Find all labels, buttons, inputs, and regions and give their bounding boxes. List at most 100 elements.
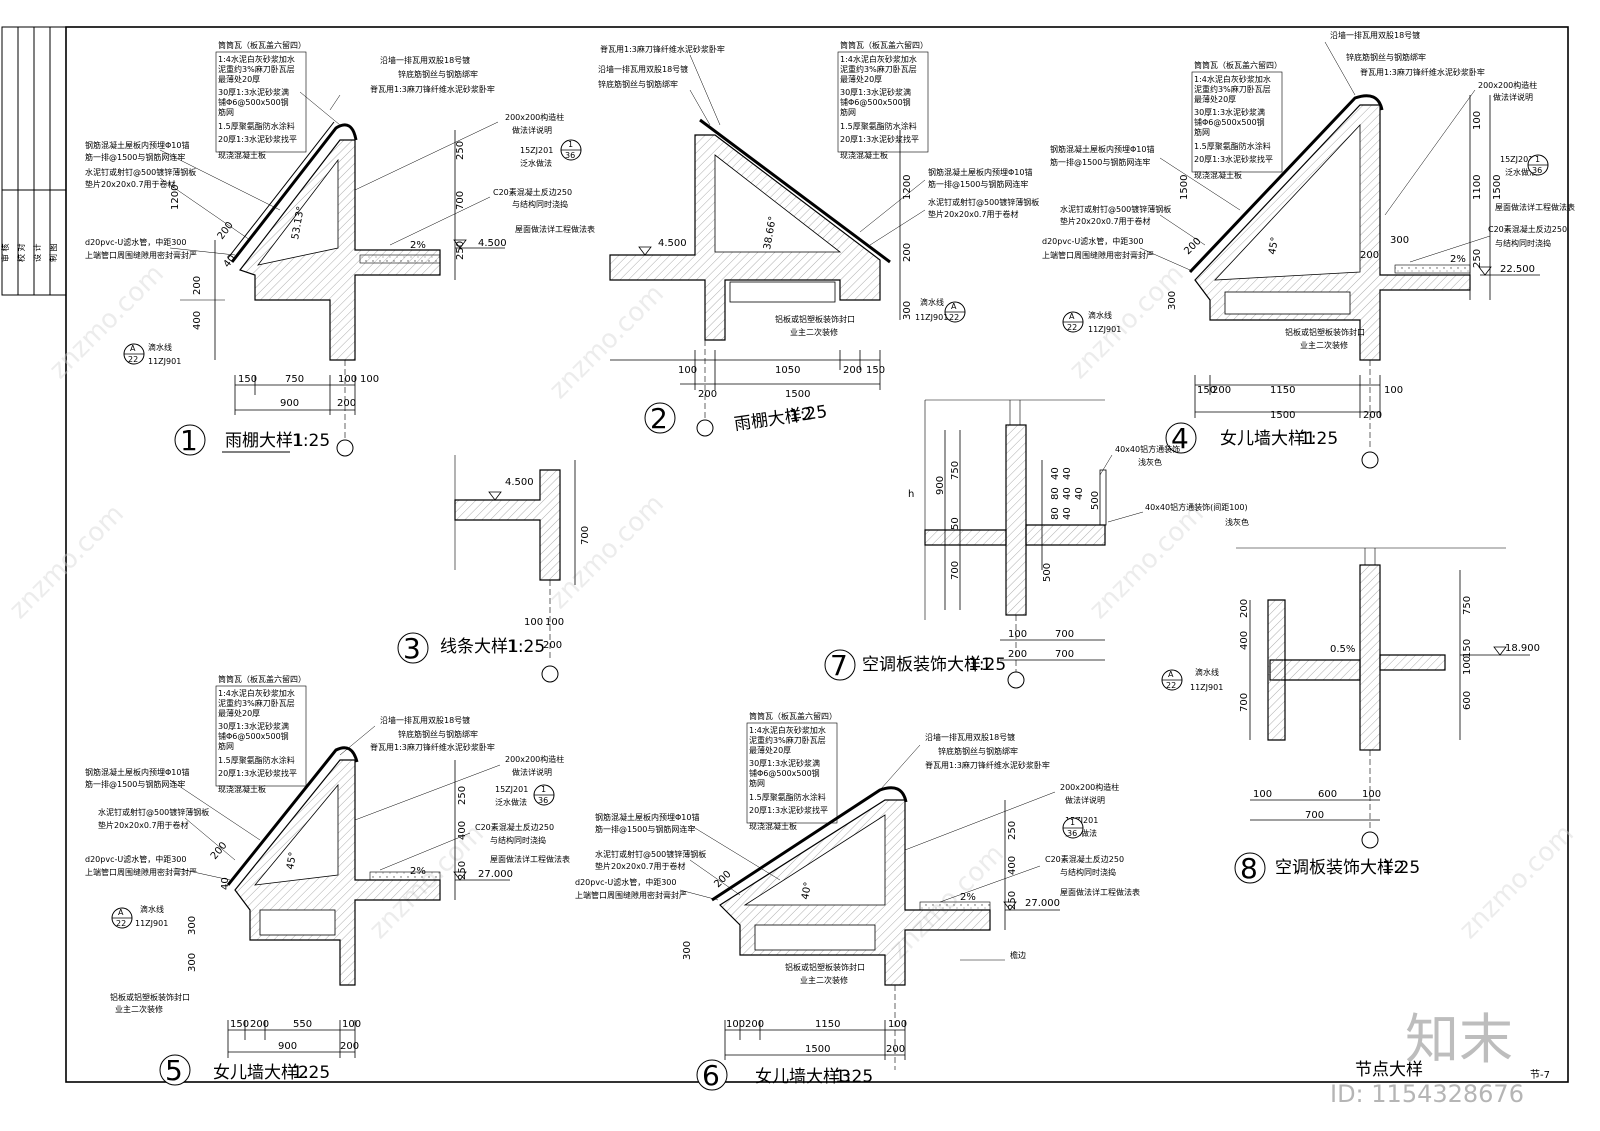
d8-title: 空调板装饰大样2 bbox=[1275, 858, 1405, 878]
d6-layer-5: 铺Φ6@500x500钢 bbox=[749, 768, 820, 778]
d1-drip: 滴水线 bbox=[148, 342, 172, 352]
d6-index2-bottom: 36 bbox=[1067, 829, 1077, 838]
d2-level: 4.500 bbox=[658, 238, 687, 249]
d5-drip: 滴水线 bbox=[140, 904, 164, 914]
d6-layer-9: 现浇混凝土板 bbox=[749, 821, 797, 831]
d4-drip: 滴水线 bbox=[1088, 310, 1112, 320]
d1-note-nail2: 垫片20x20x0.7用于卷材 bbox=[85, 179, 176, 189]
d5-dim-7: 400 bbox=[457, 821, 468, 840]
d4-number: 4 bbox=[1171, 422, 1189, 455]
d6-layer-1: 1:4水泥白灰砂浆加水 bbox=[749, 725, 826, 735]
d6-note-ridge: 脊瓦用1:3麻刀锋纤维水泥砂浆卧牢 bbox=[925, 760, 1050, 770]
d5-note-curb: C20素混凝土反边250 bbox=[475, 822, 554, 832]
d8-scale: 1:25 bbox=[1382, 858, 1420, 878]
d4-note-roof: 屋面做法详工程做法表 bbox=[1495, 202, 1575, 212]
d4-dim-3: 100 bbox=[1384, 385, 1403, 396]
d8-dim-7: 750 bbox=[1462, 596, 1473, 615]
d1-index2-bottom: 36 bbox=[565, 151, 575, 160]
d1-note-curb2: 与结构同时浇捣 bbox=[512, 199, 568, 209]
d5-layer-4: 30厚1:3水泥砂浆满 bbox=[218, 721, 289, 731]
d5-scale: 1:25 bbox=[292, 1063, 330, 1083]
d4-index2-top: 1 bbox=[1535, 155, 1540, 164]
d5-note-pipe2: 上端管口周围缝隙用密封膏封严 bbox=[85, 867, 197, 877]
d7-dim-6: 700 bbox=[950, 561, 961, 580]
d3-number: 3 bbox=[403, 632, 421, 665]
d5-note-anchor: 钢筋混凝土屋板内预埋Φ10锚 bbox=[85, 767, 189, 777]
d4-layer-8: 20厚1:3水泥砂浆找平 bbox=[1194, 154, 1273, 164]
d5-note-ridge: 脊瓦用1:3麻刀锋纤维水泥砂浆卧牢 bbox=[370, 742, 495, 752]
d5-note-curb2: 与结构同时浇捣 bbox=[490, 835, 546, 845]
d8-dim-6: 700 bbox=[1239, 693, 1250, 712]
d1-note-column2: 做法详说明 bbox=[512, 125, 552, 135]
detail-7: 900 50 700 750 h 40 80 80 40 40 40 40 50… bbox=[824, 399, 1249, 689]
d5-note-nail: 水泥钉或射钉@500镀锌薄钢板 bbox=[98, 807, 209, 817]
d7-note-paint: 浅灰色 bbox=[1138, 457, 1162, 467]
d5-layer-0: 筒筒瓦（板瓦盖六留四） bbox=[218, 674, 306, 684]
d6-roof-layers: 筒筒瓦（板瓦盖六留四） 1:4水泥白灰砂浆加水 泥重约3%麻刀卧瓦层 最薄处20… bbox=[746, 711, 838, 831]
d7-title: 空调板装饰大样1 bbox=[862, 655, 992, 675]
d1-number: 1 bbox=[180, 424, 198, 457]
d4-note-anchor: 钢筋混凝土屋板内预埋Φ10锚 bbox=[1050, 144, 1154, 154]
d5-index2-bottom: 36 bbox=[538, 796, 548, 805]
d6-note-std: 15ZJ201 bbox=[1065, 816, 1098, 825]
d4-layer-1: 1:4水泥白灰砂浆加水 bbox=[1194, 74, 1271, 84]
d4-note-nail: 水泥钉或射钉@500镀锌薄钢板 bbox=[1060, 204, 1171, 214]
watermark-2: znzmo.com bbox=[544, 279, 670, 405]
d4-dim-10: 300 bbox=[1167, 291, 1178, 310]
d1-layer-3: 最薄处20厚 bbox=[218, 74, 260, 84]
d4-note-nail2: 垫片20x20x0.7用于卷材 bbox=[1060, 216, 1151, 226]
d5-note-soffit2: 业主二次装修 bbox=[115, 1004, 163, 1014]
d1-note-pipe: d20pvc-U滤水管，中距300 bbox=[85, 237, 186, 247]
detail-8-wall bbox=[1359, 564, 1381, 751]
d6-note-roof: 屋面做法详工程做法表 bbox=[1060, 887, 1140, 897]
d5-dim-3: 100 bbox=[342, 1019, 361, 1030]
d7-dim-16: h bbox=[908, 489, 914, 500]
d4-layer-0: 筒筒瓦（板瓦盖六留四） bbox=[1194, 60, 1282, 70]
d4-dim-4: 1500 bbox=[1270, 410, 1295, 421]
d6-note-soffit: 铝板或铝塑板装饰封口 bbox=[785, 962, 865, 972]
d2-note-anchor: 钢筋混凝土屋板内预埋Φ10锚 bbox=[928, 167, 1032, 177]
d5-dim-10: 300 bbox=[187, 953, 198, 972]
d4-index-bottom: 22 bbox=[1067, 323, 1077, 332]
d4-layer-3: 最薄处20厚 bbox=[1194, 94, 1236, 104]
d5-dim-4: 900 bbox=[278, 1041, 297, 1052]
title-block-labels: 审 核 校 对 设 计 制 图 bbox=[0, 243, 58, 262]
d5-note-column2: 做法详说明 bbox=[512, 767, 552, 777]
d8-number: 8 bbox=[1240, 852, 1258, 885]
d1-note-pipe2: 上端管口周围缝隙用密封膏封严 bbox=[85, 250, 197, 260]
d1-layer-5: 铺Φ6@500x500钢 bbox=[218, 97, 289, 107]
d3-scale: 1:25 bbox=[507, 637, 545, 657]
d5-angle: 45° bbox=[285, 851, 299, 870]
d7-dim-0: 100 bbox=[1008, 629, 1027, 640]
d7-dim-2: 200 bbox=[1008, 649, 1027, 660]
d6-note-pipe2: 上端管口周围缝隙用密封膏封严 bbox=[575, 890, 687, 900]
d6-dim-0: 100 bbox=[726, 1019, 745, 1030]
d2-layer-9: 现浇混凝土板 bbox=[840, 150, 888, 160]
title-block-label-2: 设 计 bbox=[32, 243, 42, 262]
detail-7-wall bbox=[1005, 424, 1027, 616]
d5-index2-top: 1 bbox=[541, 785, 546, 794]
id-text: ID: 1154328676 bbox=[1330, 1080, 1524, 1108]
d5-layer-9: 现浇混凝土板 bbox=[218, 784, 266, 794]
d7-dim-15: 500 bbox=[1090, 491, 1101, 510]
d5-dim-1: 200 bbox=[250, 1019, 269, 1030]
d4-scale: 1:25 bbox=[1300, 429, 1338, 449]
d1-dim-10: 700 bbox=[455, 191, 466, 210]
d6-dim-2: 1150 bbox=[815, 1019, 840, 1030]
d1-note-tile: 沿墙一排瓦用双股18号镀 bbox=[380, 55, 470, 65]
d2-index-bottom: 22 bbox=[949, 313, 959, 322]
d3-dim-1: 100 bbox=[545, 617, 564, 628]
d7-number: 7 bbox=[830, 649, 848, 682]
d5-roof-layers: 筒筒瓦（板瓦盖六留四） 1:4水泥白灰砂浆加水 泥重约3%麻刀卧瓦层 最薄处20… bbox=[215, 674, 307, 794]
d4-note-column2: 做法详说明 bbox=[1493, 92, 1533, 102]
d2-dim-4: 200 bbox=[698, 389, 717, 400]
d8-dim-4: 200 bbox=[1239, 599, 1250, 618]
d6-note-nail: 水泥钉或射钉@500镀锌薄钢板 bbox=[595, 849, 706, 859]
d5-dim-8: 250 bbox=[457, 861, 468, 880]
title-block-label-3: 制 图 bbox=[48, 243, 58, 262]
d7-dim-4: 900 bbox=[935, 476, 946, 495]
d2-number: 2 bbox=[650, 402, 668, 435]
d5-dim-6: 250 bbox=[457, 786, 468, 805]
d2-dim-0: 100 bbox=[678, 365, 697, 376]
